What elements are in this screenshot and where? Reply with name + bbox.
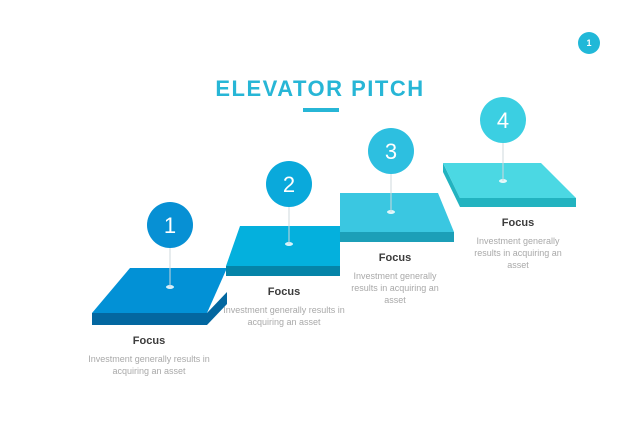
step-3-side	[340, 232, 454, 242]
step-1-caption: Focus Investment generally results in ac…	[74, 335, 224, 377]
step-4-caption: Focus Investment generally results in ac…	[443, 217, 593, 271]
step-3-heading: Focus	[378, 252, 412, 264]
step-1-side-right	[207, 292, 227, 325]
step-3-top	[340, 193, 454, 232]
step-3-number: 3	[385, 139, 397, 164]
step-2-number: 2	[283, 172, 295, 197]
step-4-heading: Focus	[501, 217, 535, 229]
step-2-top	[226, 226, 340, 266]
step-1-number: 1	[164, 213, 176, 238]
step-4-top	[443, 163, 576, 198]
step-1-description: Investment generally results in acquirin…	[88, 354, 210, 376]
step-3-description: Investment generally results in acquirin…	[351, 271, 439, 305]
step-2-side	[226, 266, 340, 276]
step-4-side-left	[443, 163, 460, 207]
step-4: 4	[443, 97, 576, 207]
step-1-pin-circle	[147, 202, 193, 248]
step-1-side	[92, 313, 207, 325]
step-4-side	[460, 198, 576, 207]
step-2-caption: Focus Investment generally results in ac…	[209, 286, 359, 328]
step-3-caption: Focus Investment generally results in ac…	[320, 252, 470, 306]
page-number-badge: 1	[578, 32, 600, 54]
step-4-pin-circle	[480, 97, 526, 143]
step-2-pin-circle	[266, 161, 312, 207]
step-2: 2	[226, 161, 340, 276]
step-2-heading: Focus	[267, 286, 301, 298]
step-1-top	[92, 268, 227, 313]
step-3-pin-circle	[368, 128, 414, 174]
step-3: 3	[340, 128, 454, 242]
step-4-description: Investment generally results in acquirin…	[474, 236, 562, 270]
step-4-number: 4	[497, 108, 509, 133]
step-2-description: Investment generally results in acquirin…	[223, 305, 345, 327]
step-1: 1	[92, 202, 227, 325]
slide-title: ELEVATOR PITCH	[215, 76, 425, 101]
step-1-heading: Focus	[132, 335, 166, 347]
title-underline	[303, 108, 339, 112]
